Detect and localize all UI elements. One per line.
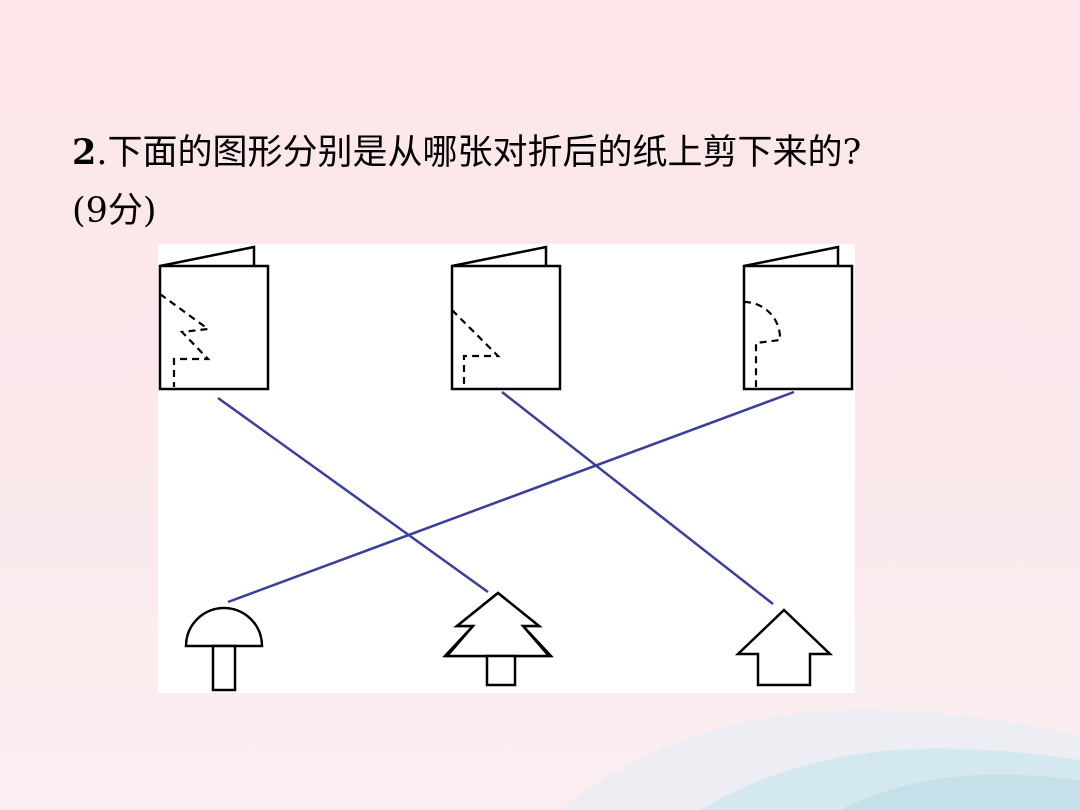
arrow-shape [734,608,834,687]
question-score: (9分) [72,191,157,231]
figure-diagram [158,245,854,692]
question-text: 2.下面的图形分别是从哪张对折后的纸上剪下来的? (9分) [72,124,1032,240]
answer-lines [217,390,795,605]
question-number: 2 [72,132,97,173]
answer-line-2 [501,391,774,605]
folded-paper-2 [450,245,562,391]
folded-paper-1 [158,245,270,391]
tree-shape [442,591,554,687]
mushroom-shape [184,606,264,692]
question-body: .下面的图形分别是从哪张对折后的纸上剪下来的? [96,133,862,173]
folded-paper-3 [742,245,854,391]
answer-line-3 [227,390,795,604]
figure-panel [158,244,855,693]
answer-line-1 [217,396,489,594]
